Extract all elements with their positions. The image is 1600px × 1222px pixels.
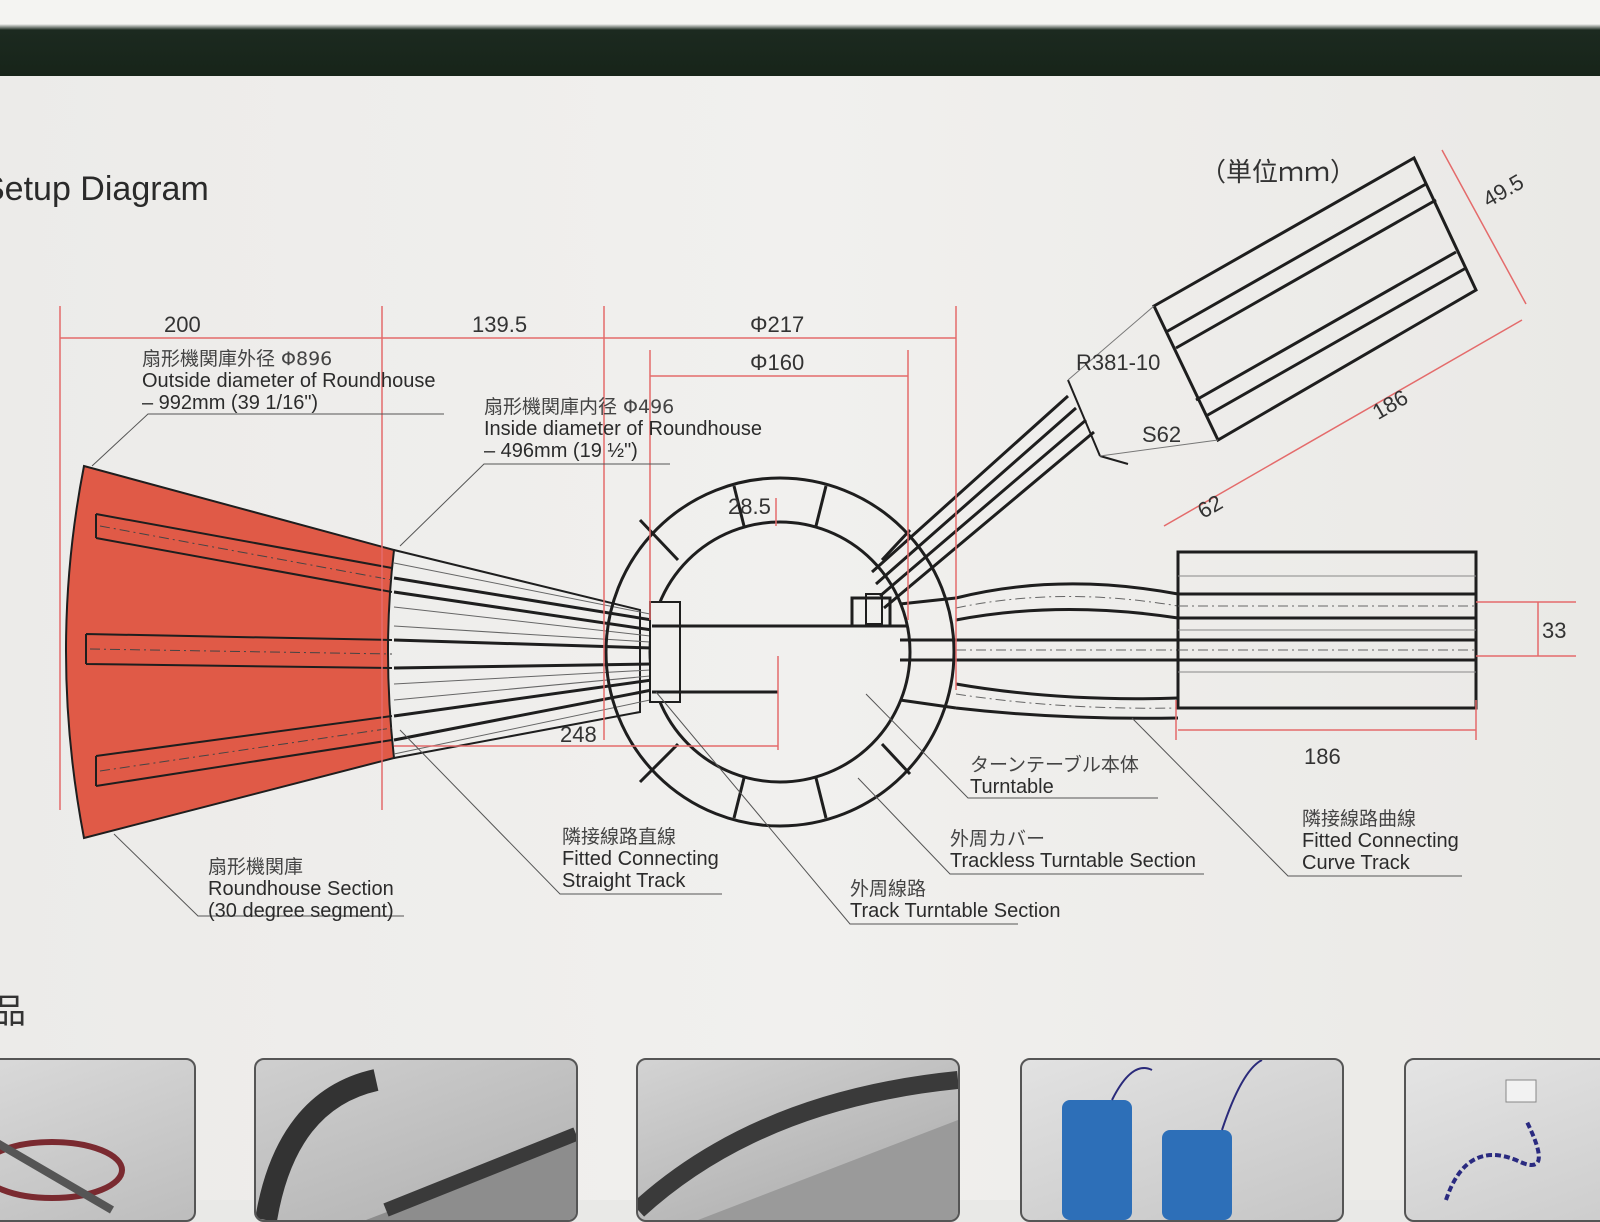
roundhouse-sector xyxy=(65,464,396,840)
label-trackless-en1: Trackless Turntable Section xyxy=(950,850,1197,872)
product-thumbnail-2 xyxy=(254,1058,578,1222)
roundhouse-tracks xyxy=(85,513,393,787)
dim-33: 33 xyxy=(1542,618,1567,643)
thumbnail-1-graphic xyxy=(0,1139,125,1214)
label-track-tt-jp: 外周線路 xyxy=(850,878,927,900)
label-roundhouse-jp: 扇形機関庫 xyxy=(208,856,304,878)
page-title: Setup Diagram xyxy=(0,170,209,208)
parts-heading: 品 xyxy=(0,992,26,1032)
label-roundhouse-en2: (30 degree segment) xyxy=(208,900,394,922)
top-dark-band xyxy=(0,0,1600,76)
label-track-turntable: 外周線路 Track Turntable Section xyxy=(850,878,1060,922)
label-curve-jp: 隣接線路曲線 xyxy=(1302,808,1417,830)
label-roundhouse-en1: Roundhouse Section xyxy=(208,878,394,900)
label-turntable-en1: Turntable xyxy=(970,776,1054,798)
label-trackless-jp: 外周カバー xyxy=(950,828,1046,850)
label-straight-en1: Fitted Connecting xyxy=(562,848,719,870)
product-thumbnail-4 xyxy=(1020,1058,1344,1222)
dim-200: 200 xyxy=(164,312,201,337)
label-inside-en1: Inside diameter of Roundhouse xyxy=(484,418,762,440)
dim-186-straight: 186 xyxy=(1304,744,1341,769)
thumbnail-4-graphic xyxy=(1062,1060,1263,1220)
product-thumbnail-5 xyxy=(1404,1058,1600,1222)
product-thumbnail-1 xyxy=(0,1058,196,1222)
leader-lines xyxy=(91,413,1462,925)
label-inside-diameter: 扇形機関庫内径 Φ496 Inside diameter of Roundhou… xyxy=(484,396,762,462)
dim-s62: S62 xyxy=(1142,422,1182,447)
dim-phi217: Φ217 xyxy=(750,312,805,337)
straight-track-fan xyxy=(393,549,653,759)
dim-28-5: 28.5 xyxy=(728,494,771,519)
label-straight-jp: 隣接線路直線 xyxy=(562,826,677,848)
label-turntable-jp: ターンテーブル本体 xyxy=(970,754,1139,776)
label-roundhouse-section: 扇形機関庫 Roundhouse Section (30 degree segm… xyxy=(208,856,394,922)
dim-248: 248 xyxy=(560,722,597,747)
label-curve-track: 隣接線路曲線 Fitted Connecting Curve Track xyxy=(1302,808,1459,874)
thumbnail-5-graphic xyxy=(1444,1079,1541,1201)
product-thumbnail-3 xyxy=(636,1058,960,1222)
turntable-graphic xyxy=(604,476,957,828)
straight-block-right xyxy=(1176,550,1478,710)
label-curve-en2: Curve Track xyxy=(1302,852,1410,874)
thumbnail-2-graphic xyxy=(256,1069,576,1220)
label-turntable: ターンテーブル本体 Turntable xyxy=(970,754,1139,798)
label-outside-en2: – 992mm (39 1/16") xyxy=(142,392,319,414)
label-outside-diameter: 扇形機関庫外径 Φ896 Outside diameter of Roundho… xyxy=(142,348,436,414)
label-straight-track: 隣接線路直線 Fitted Connecting Straight Track xyxy=(562,826,719,892)
unit-label: （単位ｍｍ） xyxy=(1200,158,1357,188)
dim-phi160: Φ160 xyxy=(750,350,805,375)
label-outside-jp: 扇形機関庫外径 Φ896 xyxy=(142,348,333,370)
label-inside-jp: 扇形機関庫内径 Φ496 xyxy=(484,396,675,418)
label-inside-en2: – 496mm (19 ½") xyxy=(484,440,638,462)
dim-r381-10: R381-10 xyxy=(1076,350,1161,375)
dim-139-5: 139.5 xyxy=(472,312,528,337)
dimension-lines xyxy=(59,149,1576,810)
diagonal-tracks xyxy=(870,155,1478,610)
label-curve-en1: Fitted Connecting xyxy=(1302,830,1459,852)
label-outside-en1: Outside diameter of Roundhouse xyxy=(142,370,436,392)
thumbnail-3-graphic xyxy=(638,1071,958,1220)
label-trackless-turntable: 外周カバー Trackless Turntable Section xyxy=(950,828,1196,872)
label-track-tt-en1: Track Turntable Section xyxy=(850,900,1061,922)
curve-track xyxy=(955,582,1179,720)
label-straight-en2: Straight Track xyxy=(562,870,686,892)
